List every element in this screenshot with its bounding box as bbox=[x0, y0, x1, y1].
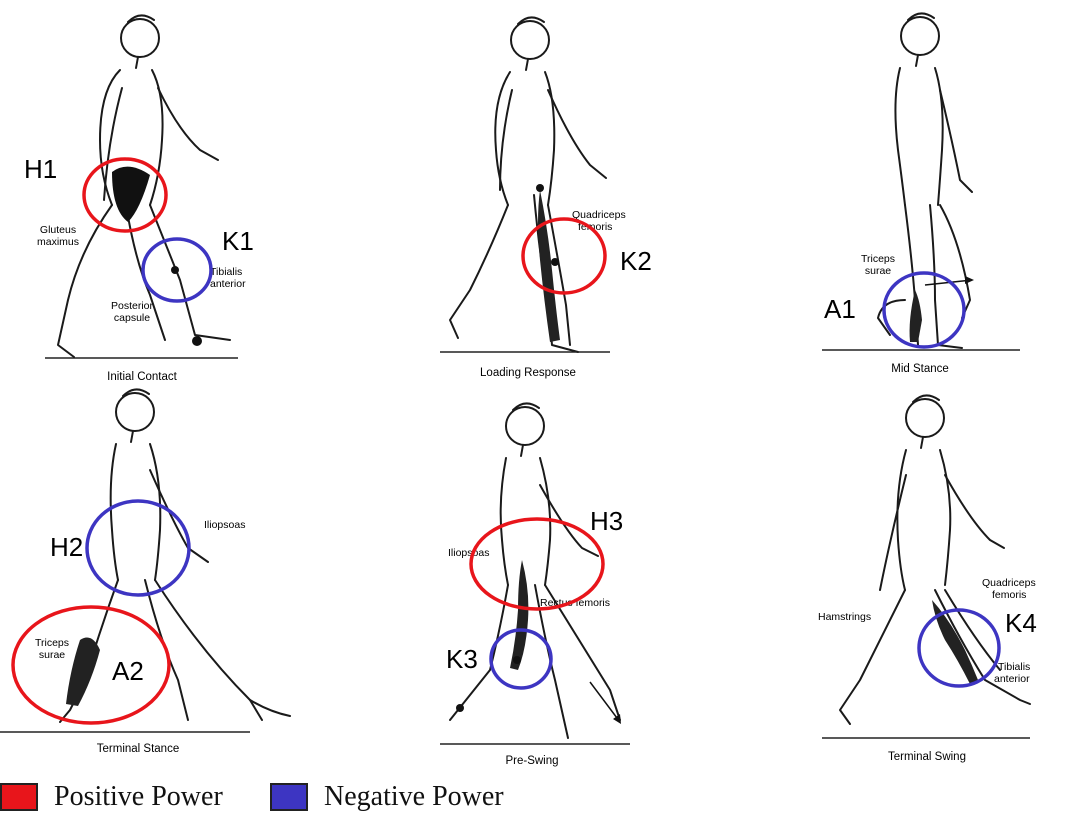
panel-mid-stance: Triceps surae Mid Stance A1 bbox=[822, 13, 1020, 375]
phase-caption: Initial Contact bbox=[107, 371, 177, 383]
muscle-label: Hamstrings bbox=[818, 611, 871, 623]
muscle-label: Iliopsoas bbox=[204, 519, 245, 531]
phase-caption: Pre-Swing bbox=[505, 755, 558, 767]
marker-label: H2 bbox=[50, 532, 83, 562]
muscle-label: maximus bbox=[37, 236, 79, 248]
force-arrow bbox=[590, 682, 620, 722]
panel-initial-contact: Gluteus maximus Tibialis anterior Poster… bbox=[24, 15, 254, 383]
ankle-joint-dot bbox=[192, 336, 202, 346]
muscle-label: Triceps bbox=[35, 637, 69, 649]
marker-label: A2 bbox=[112, 656, 144, 686]
rectus-femoris-muscle bbox=[510, 560, 528, 670]
marker-label: K1 bbox=[222, 226, 254, 256]
marker-label: K4 bbox=[1005, 608, 1037, 638]
muscle-label: Quadriceps bbox=[982, 577, 1036, 589]
marker-label: K2 bbox=[620, 246, 652, 276]
triceps-surae-muscle bbox=[910, 290, 922, 342]
muscle-label: Quadriceps bbox=[572, 209, 626, 221]
walking-figure-mid-stance bbox=[878, 13, 972, 348]
marker-label: A1 bbox=[824, 294, 856, 324]
negative-power-circle bbox=[87, 501, 189, 595]
muscle-label: Tibialis bbox=[998, 661, 1030, 673]
muscle-label: anterior bbox=[210, 278, 246, 290]
knee-joint-dot bbox=[513, 656, 521, 664]
marker-label: H3 bbox=[590, 506, 623, 536]
muscle-label: femoris bbox=[992, 589, 1026, 601]
positive-power-swatch bbox=[0, 783, 38, 811]
panel-terminal-stance: Iliopsoas Triceps surae Terminal Stance … bbox=[0, 389, 290, 755]
phase-caption: Terminal Stance bbox=[97, 743, 179, 755]
marker-label: K3 bbox=[446, 644, 478, 674]
negative-power-swatch bbox=[270, 783, 308, 811]
phase-caption: Terminal Swing bbox=[888, 751, 966, 763]
legend-label-negative: Negative Power bbox=[324, 781, 504, 813]
gluteus-maximus-muscle bbox=[112, 167, 150, 222]
muscle-label: Iliopsoas bbox=[448, 547, 489, 559]
negative-power-circle bbox=[884, 273, 964, 347]
legend-positive: Positive Power bbox=[0, 777, 223, 817]
legend-label-positive: Positive Power bbox=[54, 781, 223, 813]
muscle-label: Gluteus bbox=[40, 224, 76, 236]
panel-terminal-swing: Hamstrings Quadriceps femoris Tibialis a… bbox=[818, 395, 1037, 763]
ankle-joint-dot bbox=[456, 704, 464, 712]
muscle-label: anterior bbox=[994, 673, 1030, 685]
muscle-label: surae bbox=[39, 649, 65, 661]
hip-joint-dot bbox=[536, 184, 544, 192]
gait-phases-figure: Gluteus maximus Tibialis anterior Poster… bbox=[0, 0, 1068, 770]
marker-label: H1 bbox=[24, 154, 57, 184]
arrow-head-icon bbox=[965, 276, 974, 284]
phase-caption: Mid Stance bbox=[891, 363, 949, 375]
positive-power-circle bbox=[523, 219, 605, 293]
walking-figure-terminal-stance bbox=[60, 389, 290, 722]
muscle-label: Posterior bbox=[111, 300, 154, 312]
triceps-surae-muscle bbox=[66, 638, 100, 706]
legend-negative: Negative Power bbox=[270, 777, 504, 817]
muscle-label: Tibialis bbox=[210, 266, 242, 278]
muscle-label: Triceps bbox=[861, 253, 895, 265]
panel-pre-swing: Iliopsoas Rectus femoris Pre-Swing H3 K3 bbox=[440, 403, 630, 767]
walking-figure-loading-response bbox=[450, 17, 606, 352]
knee-joint-dot bbox=[171, 266, 179, 274]
muscle-label: capsule bbox=[114, 312, 150, 324]
phase-caption: Loading Response bbox=[480, 367, 576, 379]
muscle-label: surae bbox=[865, 265, 891, 277]
knee-joint-dot bbox=[551, 258, 559, 266]
panel-loading-response: Quadriceps femoris Loading Response K2 bbox=[440, 17, 652, 379]
